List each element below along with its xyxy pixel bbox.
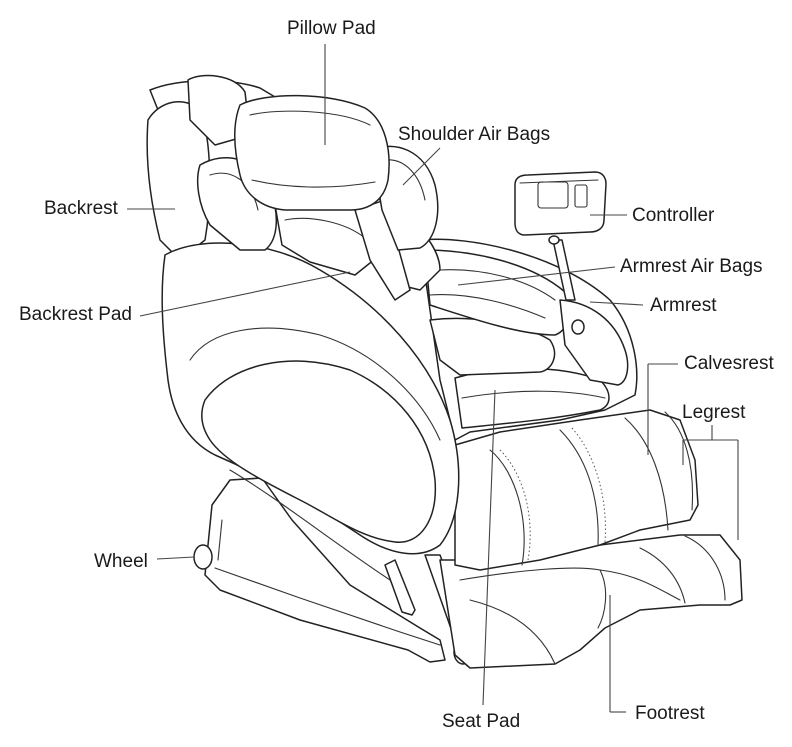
controller-part [514, 171, 607, 301]
seat-part [419, 238, 638, 441]
label-shoulder-air-bags: Shoulder Air Bags [398, 124, 551, 145]
label-seat-pad: Seat Pad [442, 711, 521, 732]
label-armrest: Armrest [650, 295, 717, 316]
label-backrest: Backrest [44, 198, 118, 219]
controller-screen-icon [537, 181, 569, 209]
label-footrest: Footrest [635, 703, 705, 724]
backrest-pad-part [274, 199, 411, 301]
label-armrest-air-bags: Armrest Air Bags [620, 256, 763, 277]
label-calvesrest: Calvesrest [684, 353, 774, 374]
label-pillow-pad: Pillow Pad [287, 18, 376, 39]
leader-lines [127, 44, 739, 713]
legrest-part [454, 409, 699, 571]
label-backrest-pad: Backrest Pad [19, 304, 132, 325]
backrest-shell [146, 79, 460, 581]
wheel-icon [193, 544, 213, 570]
label-wheel: Wheel [94, 551, 148, 572]
label-legrest: Legrest [682, 402, 746, 423]
label-controller: Controller [632, 205, 715, 226]
footrest-part [439, 534, 743, 669]
pillow-pad-part [187, 74, 390, 211]
